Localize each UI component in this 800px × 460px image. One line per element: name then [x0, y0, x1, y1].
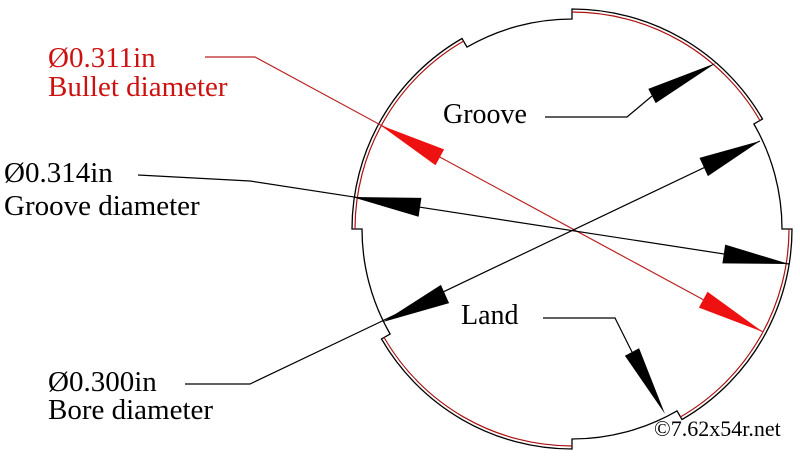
land-callout-label: Land	[461, 300, 519, 331]
bullet-dimension-arrowhead-upper-left	[380, 125, 445, 166]
bore-diameter-value: Ø0.300in	[48, 366, 157, 398]
bore-dimension-arrowhead-lower-left	[383, 284, 450, 322]
groove-dimension-arrowhead-left	[352, 197, 422, 217]
bullet-diameter-caption: Bullet diameter	[48, 71, 228, 103]
groove-diameter-value: Ø0.314in	[4, 157, 113, 189]
groove-callout-label: Groove	[443, 99, 527, 130]
bore-dimension-line	[185, 140, 761, 385]
bullet-dimension-line	[205, 56, 764, 333]
groove-dimension-line	[137, 174, 790, 265]
copyright-text: ©7.62x54r.net	[654, 416, 781, 441]
bore-diameter-caption: Bore diameter	[48, 394, 214, 426]
bullet-dimension-arrowhead-lower-right	[698, 291, 763, 332]
groove-callout-leader	[545, 95, 653, 118]
bullet-diameter-label: Ø0.311in Bullet diameter	[48, 44, 228, 102]
groove-dimension-arrowhead-right	[722, 244, 789, 264]
bullet-diameter-value: Ø0.311in	[48, 42, 156, 74]
bore-diameter-label: Ø0.300in Bore diameter	[48, 366, 214, 426]
bullet-diameter-circle-arcs	[354, 11, 790, 447]
groove-callout-arrowhead	[648, 63, 716, 104]
land-callout-leader	[543, 317, 633, 353]
bore-dimension-arrowhead-upper-right	[699, 141, 760, 177]
land-callout-arrowhead	[624, 348, 665, 414]
bore-groove-outline	[351, 8, 793, 450]
groove-diameter-label: Ø0.314in Groove diameter	[4, 157, 200, 223]
groove-diameter-caption: Groove diameter	[4, 190, 200, 222]
